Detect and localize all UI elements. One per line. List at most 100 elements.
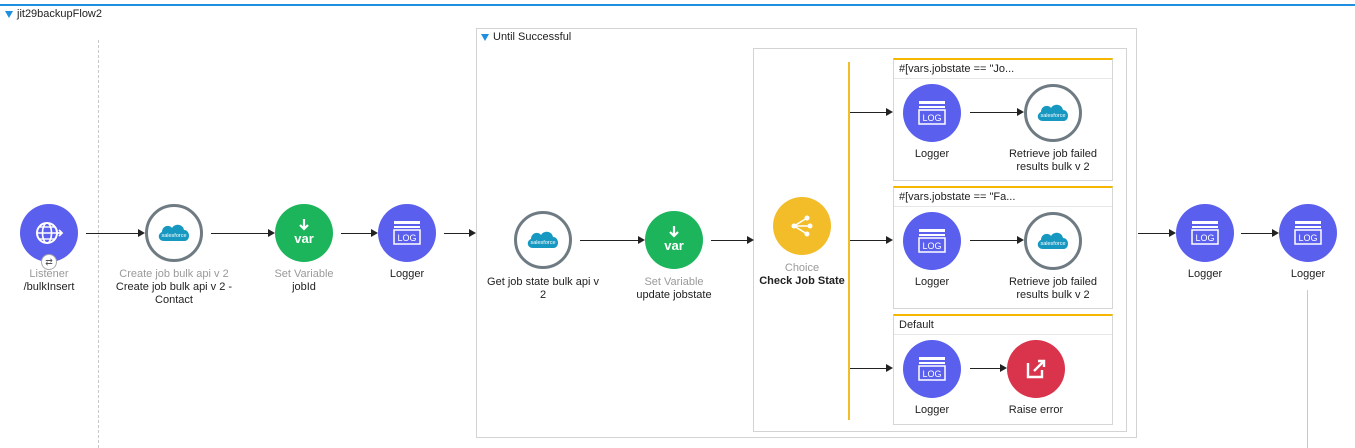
logger-node[interactable]: LOG — [1176, 204, 1234, 262]
set-variable-node[interactable]: var — [645, 211, 703, 269]
arrow — [86, 233, 138, 234]
choice-branch-line — [848, 62, 850, 420]
route-2-logger-node[interactable]: LOG — [903, 212, 961, 270]
logger-label: Logger — [1145, 268, 1265, 281]
route-1-condition[interactable]: #[vars.jobstate == "Jo... — [894, 60, 1112, 79]
create-job-name: Create job bulk api v 2 - Contact — [115, 281, 233, 306]
logger-name: Logger — [389, 268, 425, 280]
until-successful-title: Until Successful — [493, 31, 572, 43]
route-2-logger-label: Logger — [872, 276, 992, 289]
choice-category: Choice — [784, 262, 820, 274]
route-1-logger-label: Logger — [872, 148, 992, 161]
logger-icon: LOG — [1191, 221, 1219, 245]
arrow — [850, 368, 886, 369]
raise-error-icon — [1026, 359, 1046, 379]
get-job-state-label: Get job state bulk api v 2 — [483, 276, 603, 302]
arrow-head-icon — [1017, 236, 1024, 244]
arrow — [1241, 233, 1272, 234]
logger-icon: LOG — [918, 101, 946, 125]
logger-icon: LOG — [1294, 221, 1322, 245]
svg-text:LOG: LOG — [922, 241, 941, 251]
route-2-retrieve-node[interactable]: salesforce — [1024, 212, 1082, 270]
salesforce-icon: salesforce — [158, 224, 190, 241]
route-2-retrieve-label: Retrieve job failed results bulk v 2 — [993, 276, 1113, 302]
collapse-triangle-icon[interactable] — [481, 33, 489, 41]
arrow-head-icon — [1169, 229, 1176, 237]
choice-label: Choice Check Job State — [742, 262, 862, 288]
choice-branch-icon — [791, 215, 813, 237]
salesforce-icon: salesforce — [527, 231, 559, 248]
arrow-head-icon — [638, 236, 645, 244]
arrow-head-icon — [138, 229, 145, 237]
arrow-head-icon — [371, 229, 378, 237]
flow-header[interactable]: jit29backupFlow2 — [5, 8, 102, 20]
logger-icon: LOG — [393, 221, 421, 245]
set-variable-category: Set Variable — [274, 268, 334, 280]
create-job-node[interactable]: salesforce — [145, 204, 203, 262]
logger-name: Logger — [914, 148, 950, 160]
get-job-state-node[interactable]: salesforce — [514, 211, 572, 269]
arrow — [711, 240, 747, 241]
listener-node[interactable] — [20, 204, 78, 262]
set-variable-name: update jobstate — [636, 289, 712, 301]
retrieve-name: Retrieve job failed results bulk v 2 — [1008, 276, 1098, 301]
route-default-title[interactable]: Default — [894, 316, 1112, 335]
svg-text:var: var — [294, 231, 314, 246]
arrow — [970, 368, 1000, 369]
flow-top-border — [0, 4, 1355, 6]
svg-text:salesforce: salesforce — [161, 233, 186, 239]
retrieve-name: Retrieve job failed results bulk v 2 — [1008, 148, 1098, 173]
logger-name: Logger — [914, 404, 950, 416]
set-variable-label: Set Variable update jobstate — [614, 276, 734, 302]
svg-text:LOG: LOG — [1195, 233, 1214, 243]
arrow-head-icon — [1017, 108, 1024, 116]
until-successful-header[interactable]: Until Successful — [481, 31, 571, 43]
create-job-label: Create job bulk api v 2 Create job bulk … — [114, 268, 234, 307]
logger-node[interactable]: LOG — [378, 204, 436, 262]
route-1-logger-node[interactable]: LOG — [903, 84, 961, 142]
logger-node[interactable]: LOG — [1279, 204, 1337, 262]
logger-name: Logger — [1187, 268, 1223, 280]
route-2-condition[interactable]: #[vars.jobstate == "Fa... — [894, 188, 1112, 207]
globe-icon — [36, 222, 64, 244]
route-default-logger-node[interactable]: LOG — [903, 340, 961, 398]
arrow-head-icon — [1000, 364, 1007, 372]
listener-category: Listener — [29, 268, 69, 280]
arrow — [444, 233, 469, 234]
arrow-head-icon — [1272, 229, 1279, 237]
arrow-head-icon — [886, 108, 893, 116]
arrow-head-icon — [886, 364, 893, 372]
create-job-category: Create job bulk api v 2 — [119, 268, 229, 280]
logger-name: Logger — [914, 276, 950, 288]
collapse-triangle-icon[interactable] — [5, 10, 13, 18]
set-variable-node[interactable]: var — [275, 204, 333, 262]
choice-name: Check Job State — [759, 275, 845, 287]
arrow — [970, 240, 1017, 241]
choice-node[interactable] — [773, 197, 831, 255]
arrow-head-icon — [747, 236, 754, 244]
arrow — [580, 240, 638, 241]
svg-text:var: var — [664, 238, 684, 253]
route-default-logger-label: Logger — [872, 404, 992, 417]
logger-name: Logger — [1290, 268, 1326, 280]
arrow-head-icon — [886, 236, 893, 244]
logger-label: Logger — [347, 268, 467, 281]
svg-text:salesforce: salesforce — [1040, 241, 1065, 247]
svg-text:salesforce: salesforce — [530, 240, 555, 246]
arrow-head-icon — [268, 229, 275, 237]
arrow-head-icon — [469, 229, 476, 237]
svg-text:LOG: LOG — [922, 369, 941, 379]
route-1-retrieve-label: Retrieve job failed results bulk v 2 — [993, 148, 1113, 174]
logger-icon: LOG — [918, 357, 946, 381]
get-job-state-name: Get job state bulk api v 2 — [487, 276, 599, 301]
listener-label: Listener /bulkInsert — [0, 268, 109, 294]
raise-error-node[interactable] — [1007, 340, 1065, 398]
logger-label: Logger — [1248, 268, 1355, 281]
arrow — [850, 112, 886, 113]
variable-icon: var — [664, 226, 684, 253]
set-variable-label: Set Variable jobId — [244, 268, 364, 294]
raise-error-label: Raise error — [976, 404, 1096, 417]
route-1-retrieve-node[interactable]: salesforce — [1024, 84, 1082, 142]
svg-text:LOG: LOG — [397, 233, 416, 243]
source-exchange-icon: ⇄ — [41, 254, 57, 270]
